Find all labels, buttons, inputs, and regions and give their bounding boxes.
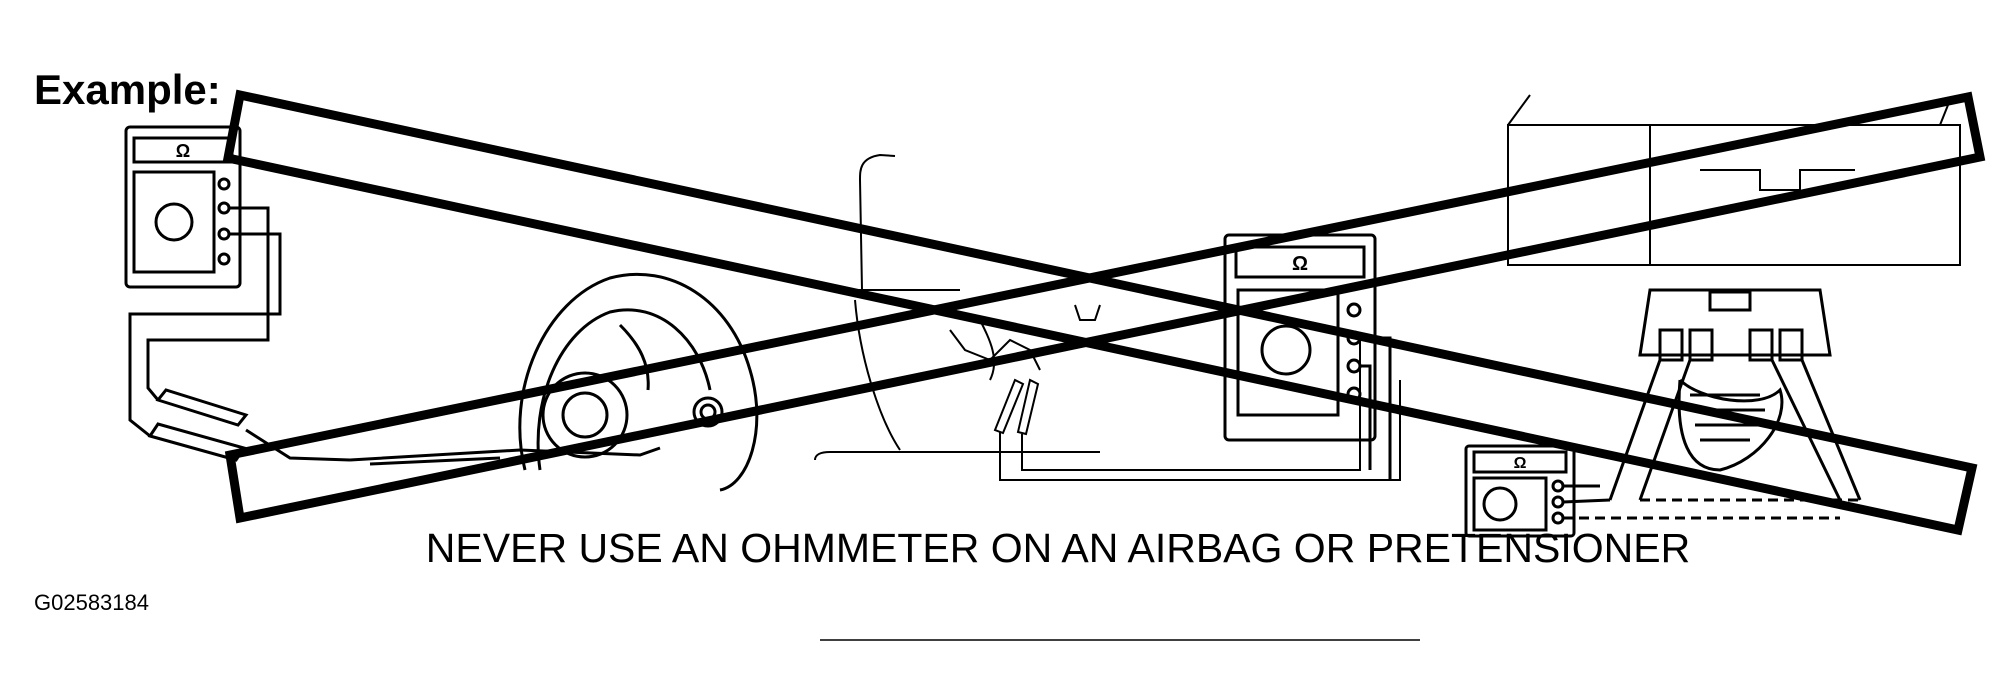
- figure-heading: Example:: [34, 66, 221, 113]
- right-meter-symbol: Ω: [1514, 455, 1527, 472]
- steering-wheel-airbag-icon: [349, 272, 759, 492]
- warning-text: NEVER USE AN OHMMETER ON AN AIRBAG OR PR…: [425, 525, 1691, 571]
- middle-meter-symbol: Ω: [1292, 253, 1308, 275]
- middle-ohmmeter-icon: Ω: [1223, 233, 1392, 480]
- figure-id: G02583184: [34, 590, 149, 615]
- left-ohmmeter-icon: Ω: [124, 125, 282, 438]
- cross-out-icon: [222, 89, 1986, 536]
- left-meter-symbol: Ω: [176, 141, 190, 161]
- right-ohmmeter-icon: Ω: [1464, 444, 1860, 538]
- dashboard-sketch: [814, 153, 1420, 641]
